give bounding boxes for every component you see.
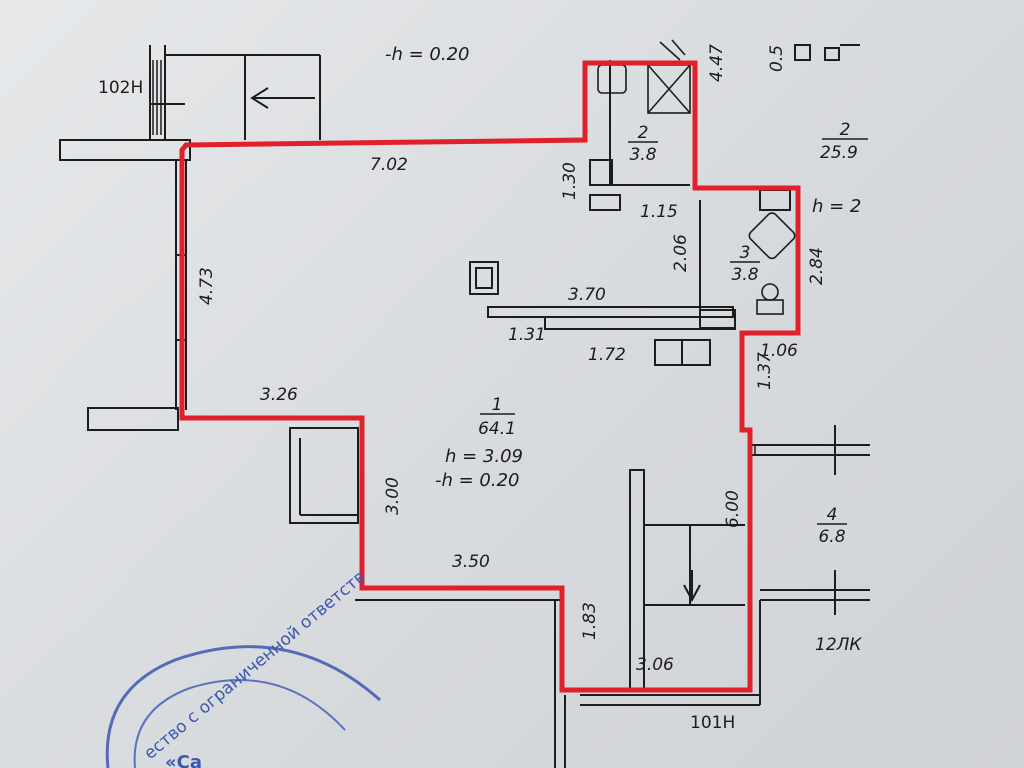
room-1-number: 1 <box>492 395 503 415</box>
room-4-area: 6.8 <box>818 527 845 547</box>
company-stamp: ество с ограниченной ответств «Са <box>105 567 381 768</box>
dim-1-15: 1.15 <box>640 202 678 222</box>
labels: -h = 0.20 102Н 101Н 12ЛК 7.02 4.73 3.26 … <box>98 44 868 733</box>
dim-6-00: 6.00 <box>723 490 743 528</box>
room-1-area: 64.1 <box>478 419 516 439</box>
apartment-boundary <box>179 60 801 693</box>
stamp-text: ество с ограниченной ответств <box>140 567 369 764</box>
dim-3-06: 3.06 <box>636 655 674 675</box>
ref-102n: 102Н <box>98 78 143 98</box>
walls <box>59 44 870 768</box>
dim-1-37: 1.37 <box>755 352 775 390</box>
dim-3-26: 3.26 <box>260 385 298 405</box>
room-4-number: 4 <box>827 505 838 525</box>
room-1-neg-height: -h = 0.20 <box>435 470 520 491</box>
neighbor-room-2-area: 25.9 <box>820 143 858 163</box>
dim-4-73: 4.73 <box>197 267 217 305</box>
room-3-number: 3 <box>740 243 751 263</box>
arrows <box>150 87 701 603</box>
room-2-area: 3.8 <box>629 145 656 165</box>
dim-1-83: 1.83 <box>580 602 600 640</box>
neighbor-room-height: h = 2 <box>812 196 861 217</box>
dim-1-06: 1.06 <box>760 341 798 361</box>
ref-101n: 101Н <box>690 713 735 733</box>
stair-lines <box>152 60 756 455</box>
dim-3-00: 3.00 <box>383 477 403 515</box>
ref-12lk: 12ЛК <box>815 635 862 655</box>
dim-1-30: 1.30 <box>560 162 580 200</box>
stamp-inner-text: «Са <box>165 752 202 768</box>
dim-1-72: 1.72 <box>588 345 626 365</box>
room-2-number: 2 <box>638 123 649 143</box>
dim-2-06: 2.06 <box>671 234 691 272</box>
dim-1-31: 1.31 <box>508 325 546 345</box>
dim-2-84: 2.84 <box>807 247 827 285</box>
dim-4-47: 4.47 <box>707 44 727 82</box>
dim-3-70: 3.70 <box>568 285 606 305</box>
dim-7-02: 7.02 <box>370 155 408 175</box>
top-note: -h = 0.20 <box>385 44 470 65</box>
room-3-area: 3.8 <box>731 265 758 285</box>
room-1-height: h = 3.09 <box>445 446 523 467</box>
dim-0-5: 0.5 <box>767 45 787 72</box>
dim-3-50: 3.50 <box>452 552 490 572</box>
neighbor-room-2-number: 2 <box>840 120 851 140</box>
